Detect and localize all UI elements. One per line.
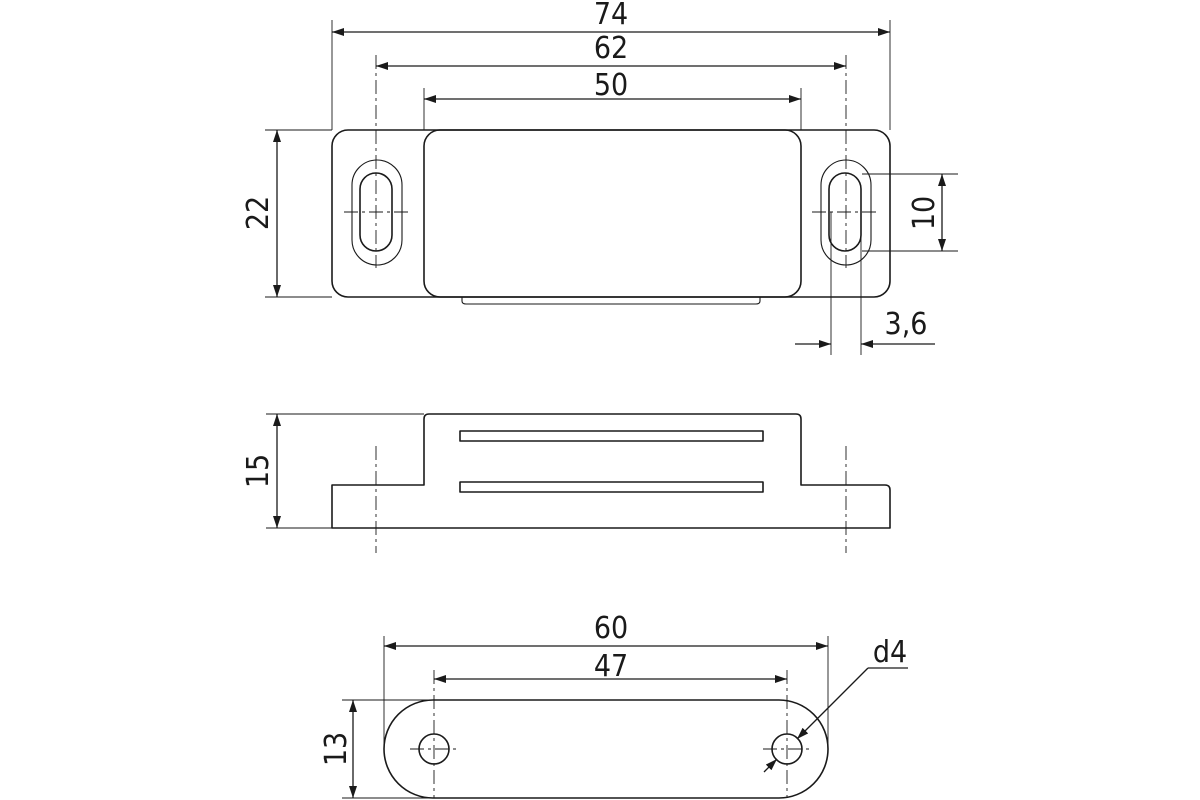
label-plate-hole-spacing: 47 (594, 649, 628, 684)
dim-line-hole-diameter-tail (763, 758, 778, 773)
left-slot-outer (351, 159, 403, 266)
label-plate-width: 60 (594, 611, 628, 646)
magnet-housing-outline (423, 129, 802, 298)
label-overall-width: 74 (594, 0, 628, 32)
housing-bottom-step (461, 297, 761, 305)
label-slot-width: 3,6 (885, 307, 928, 342)
base-plate-outline (331, 129, 891, 298)
magnet-slot-bottom (459, 481, 764, 493)
strike-plate-outline (383, 699, 829, 799)
magnet-slot-top (459, 430, 764, 442)
label-hole-spacing: 62 (594, 31, 628, 66)
label-plate-height: 13 (319, 732, 354, 766)
side-profile-outline (331, 413, 891, 529)
label-height: 22 (241, 196, 276, 230)
top-view: 74 62 50 22 10 3,6 (241, 0, 958, 355)
label-slot-length: 10 (907, 196, 942, 230)
label-hole-diameter: d4 (873, 635, 907, 670)
label-magnet-width: 50 (594, 68, 628, 103)
dim-line-hole-diameter (796, 667, 869, 740)
plate-view: 60 47 13 d4 (319, 611, 908, 799)
side-view: 15 (241, 413, 891, 553)
label-side-height: 15 (241, 454, 276, 488)
